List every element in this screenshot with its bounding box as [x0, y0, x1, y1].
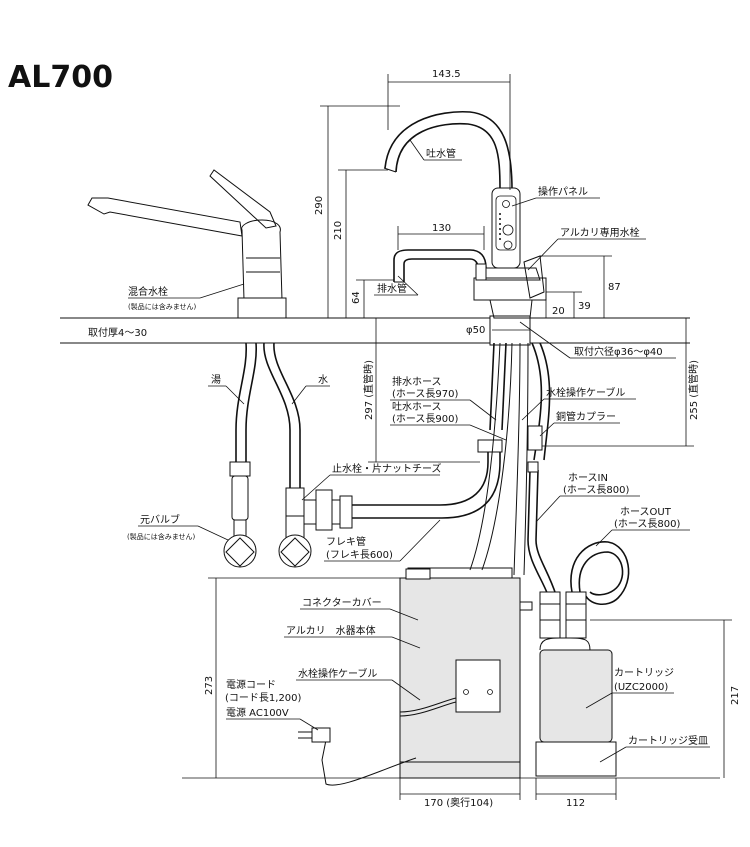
control-panel-label: 操作パネル: [538, 185, 588, 198]
cartridge-label: カートリッジ: [614, 667, 674, 679]
dim-290: 290: [314, 196, 325, 215]
dim-130: 130: [432, 223, 451, 234]
dim-87: 87: [608, 282, 621, 293]
outlet-hose-label: 吐水ホース: [392, 401, 442, 413]
countertop: [60, 315, 690, 346]
power-cord-label: 電源コード: [226, 678, 276, 691]
outlet-hose-length: (ホース長900): [392, 413, 458, 425]
cartridge: [535, 591, 617, 777]
flex-pipe-length: (フレキ長600): [326, 549, 393, 561]
dim-210: 210: [333, 221, 344, 240]
hose-out-label: ホースOUT: [620, 506, 672, 518]
hose-out-length: (ホース長800): [614, 518, 680, 530]
main-valve-note: (製品には含みません): [127, 532, 196, 541]
hole-diameter-label: 取付穴径φ36～φ40: [574, 345, 663, 358]
dim-phi50: φ50: [466, 325, 485, 336]
power-cord: [298, 727, 417, 786]
alkali-faucet-label: アルカリ専用水栓: [560, 226, 640, 239]
cartridge-model: (UZC2000): [614, 682, 668, 693]
power-label: 電源 AC100V: [226, 706, 289, 719]
stop-valve-label: 止水栓・片ナットチーズ: [332, 462, 442, 475]
hose-in-label: ホースIN: [568, 472, 608, 484]
dim-143-5: 143.5: [432, 69, 461, 80]
hot-label: 湯: [211, 373, 221, 386]
faucet-cable-label-2: 水栓操作ケーブル: [298, 667, 377, 680]
model-title: AL700: [8, 60, 113, 95]
dim-112: 112: [566, 798, 585, 809]
dim-170: 170 (奥行104): [424, 796, 493, 809]
cold-label: 水: [318, 374, 328, 386]
spout-label: 吐水管: [426, 147, 456, 160]
dim-39: 39: [578, 301, 591, 312]
drain-hose-label: 排水ホース: [392, 375, 442, 388]
hose-in-length: (ホース長800): [563, 484, 629, 496]
alkali-faucet: [383, 110, 547, 319]
copper-coupler-label: 銅管カプラー: [556, 410, 616, 423]
drain-hose-length: (ホース長970): [392, 388, 458, 400]
flex-pipe-label: フレキ管: [326, 535, 366, 548]
mixing-faucet-label: 混合水栓: [128, 285, 168, 298]
drain-pipe-label: 排水管: [377, 282, 407, 295]
faucet-cable-label: 水栓操作ケーブル: [546, 386, 625, 399]
main-unit: [399, 567, 533, 779]
hoses: [352, 342, 630, 605]
dim-217: 217: [730, 686, 741, 705]
main-valve-label: 元バルブ: [140, 513, 180, 526]
mixing-faucet: [87, 169, 287, 319]
dim-255: 255 (直管時): [687, 360, 700, 420]
mixing-faucet-note: (製品には含みません): [128, 302, 197, 311]
connector-cover-label: コネクターカバー: [302, 597, 382, 609]
cartridge-tray-label: カートリッジ受皿: [628, 735, 708, 747]
dim-297: 297 (直管時): [362, 360, 375, 420]
supply-lines: [223, 342, 353, 568]
main-unit-label: アルカリ 水器本体: [286, 624, 376, 637]
dim-20: 20: [552, 306, 565, 317]
dim-64: 64: [351, 291, 362, 304]
mount-thickness-label: 取付厚4～30: [88, 326, 147, 339]
power-cord-length: (コード長1,200): [225, 692, 302, 704]
dim-273: 273: [204, 676, 215, 695]
